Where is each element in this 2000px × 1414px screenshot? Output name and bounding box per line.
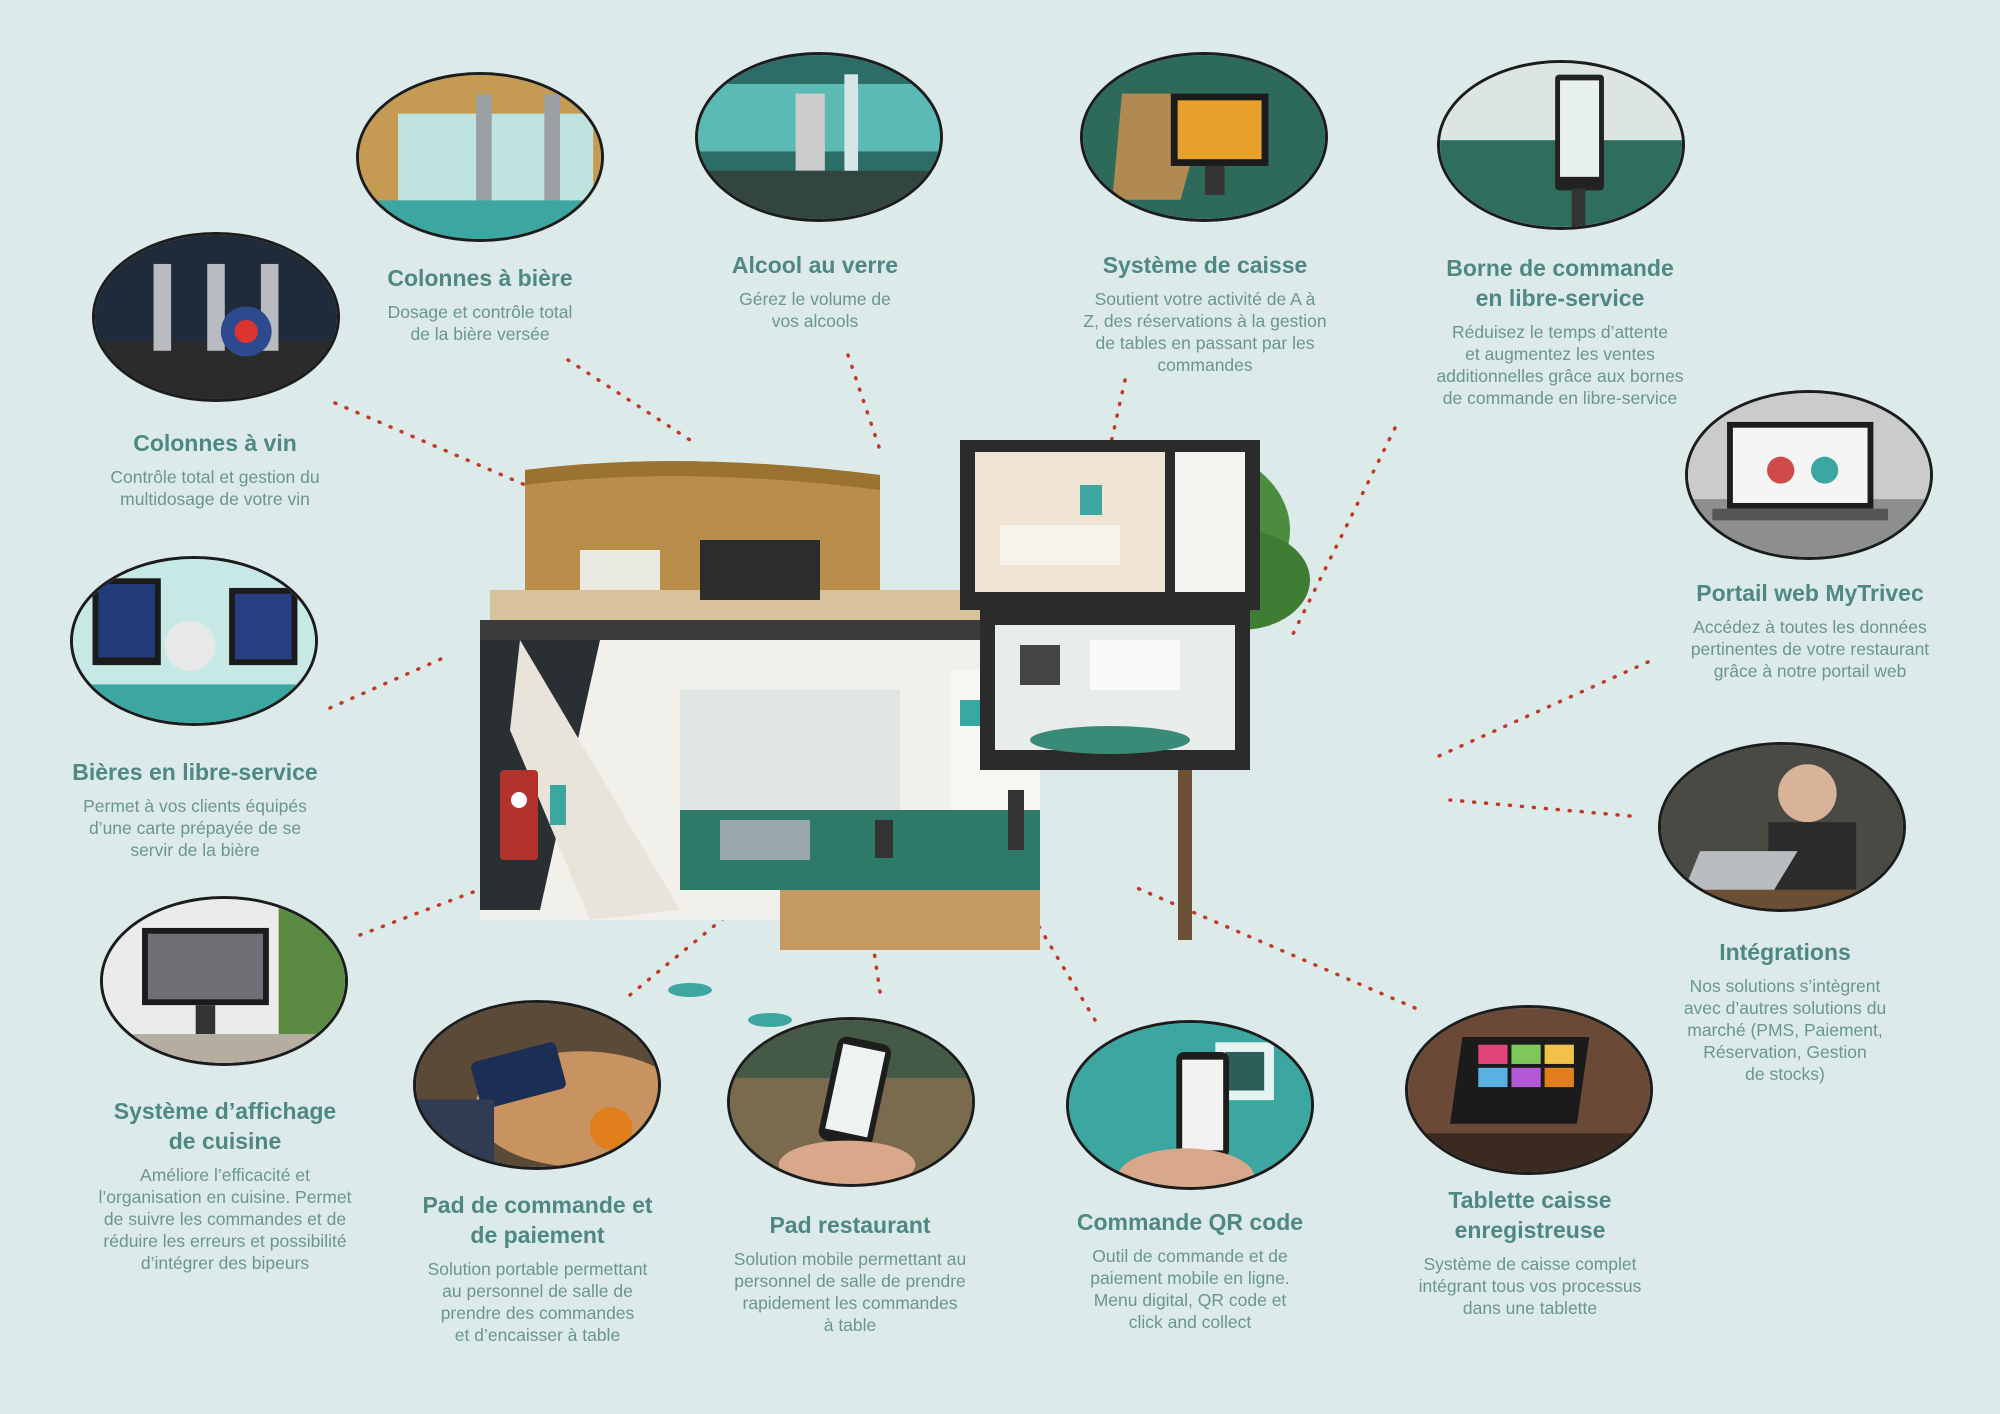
photo-affichage-cuisine <box>100 896 348 1066</box>
desc-bieres-libre: Permet à vos clients équipés d’une carte… <box>83 796 307 860</box>
desc-portail-web: Accédez à toutes les données pertinentes… <box>1690 617 1930 681</box>
desc-affichage-cuisine: Améliore l’efficacité et l’organisation … <box>98 1165 352 1273</box>
photo-borne-commande <box>1437 60 1685 230</box>
connector-alcool-verre <box>846 353 882 452</box>
desc-colonnes-vin: Contrôle total et gestion du multidosage… <box>110 467 320 509</box>
title-portail-web: Portail web MyTrivec <box>1696 580 1924 606</box>
label-affichage-cuisine: Système d’affichage de cuisine Améliore … <box>60 1096 390 1274</box>
title-affichage-cuisine: Système d’affichage de cuisine <box>113 1098 337 1154</box>
title-colonnes-vin: Colonnes à vin <box>133 430 297 456</box>
title-systeme-caisse: Système de caisse <box>1102 252 1308 278</box>
label-pad-commande: Pad de commande et de paiement Solution … <box>380 1190 695 1346</box>
label-colonnes-vin: Colonnes à vin Contrôle total et gestion… <box>60 428 370 510</box>
desc-commande-qr: Outil de commande et de paiement mobile … <box>1090 1246 1290 1332</box>
label-integrations: Intégrations Nos solutions s’intègrent a… <box>1640 937 1930 1085</box>
title-pad-commande: Pad de commande et de paiement <box>422 1192 653 1248</box>
connector-bieres-libre <box>328 653 452 710</box>
title-pad-restaurant: Pad restaurant <box>769 1212 931 1238</box>
photo-portail-web <box>1685 390 1933 560</box>
label-systeme-caisse: Système de caisse Soutient votre activit… <box>1035 250 1375 376</box>
connector-portail <box>1428 660 1650 762</box>
label-borne-commande: Borne de commande en libre-service Rédui… <box>1390 253 1730 409</box>
label-tablette-caisse: Tablette caisse enregistreuse Système de… <box>1380 1185 1680 1319</box>
label-portail-web: Portail web MyTrivec Accédez à toutes le… <box>1640 578 1980 682</box>
connector-colonnes-biere <box>566 358 692 442</box>
label-pad-restaurant: Pad restaurant Solution mobile permettan… <box>690 1210 1010 1336</box>
photo-pad-commande <box>413 1000 661 1170</box>
photo-systeme-caisse <box>1080 52 1328 222</box>
desc-tablette-caisse: Système de caisse complet intégrant tous… <box>1418 1254 1642 1318</box>
label-colonnes-biere: Colonnes à bière Dosage et contrôle tota… <box>350 263 610 345</box>
title-bieres-libre: Bières en libre-service <box>72 759 318 785</box>
title-commande-qr: Commande QR code <box>1076 1209 1304 1235</box>
desc-colonnes-biere: Dosage et contrôle total de la bière ver… <box>387 302 573 344</box>
connector-colonnes-vin <box>333 401 562 502</box>
desc-borne-commande: Réduisez le temps d’attente et augmentez… <box>1436 322 1684 408</box>
connector-qr <box>1033 918 1097 1022</box>
label-bieres-libre: Bières en libre-service Permet à vos cli… <box>40 757 350 861</box>
restaurant-building-illustration <box>480 440 1310 1037</box>
photo-commande-qr <box>1066 1020 1314 1190</box>
photo-colonnes-biere <box>356 72 604 242</box>
connector-borne-commande <box>1288 426 1397 642</box>
desc-pad-commande: Solution portable permettant au personne… <box>427 1259 648 1345</box>
title-integrations: Intégrations <box>1719 939 1851 965</box>
connector-tablette <box>1128 883 1417 1010</box>
label-commande-qr: Commande QR code Outil de commande et de… <box>1045 1207 1335 1333</box>
photo-alcool-verre <box>695 52 943 222</box>
title-alcool-verre: Alcool au verre <box>731 252 899 278</box>
desc-pad-restaurant: Solution mobile permettant au personnel … <box>733 1249 967 1335</box>
desc-alcool-verre: Gérez le volume de vos alcools <box>739 289 891 331</box>
title-tablette-caisse: Tablette caisse enregistreuse <box>1448 1187 1612 1243</box>
label-alcool-verre: Alcool au verre Gérez le volume de vos a… <box>680 250 950 332</box>
photo-bieres-libre <box>70 556 318 726</box>
photo-pad-restaurant <box>727 1017 975 1187</box>
title-borne-commande: Borne de commande en libre-service <box>1446 255 1674 311</box>
photo-colonnes-vin <box>92 232 340 402</box>
photo-tablette-caisse <box>1405 1005 1653 1175</box>
title-colonnes-biere: Colonnes à bière <box>387 265 573 291</box>
desc-systeme-caisse: Soutient votre activité de A à Z, des ré… <box>1083 289 1327 375</box>
desc-integrations: Nos solutions s’intègrent avec d’autres … <box>1683 976 1887 1084</box>
photo-integrations <box>1658 742 1906 912</box>
